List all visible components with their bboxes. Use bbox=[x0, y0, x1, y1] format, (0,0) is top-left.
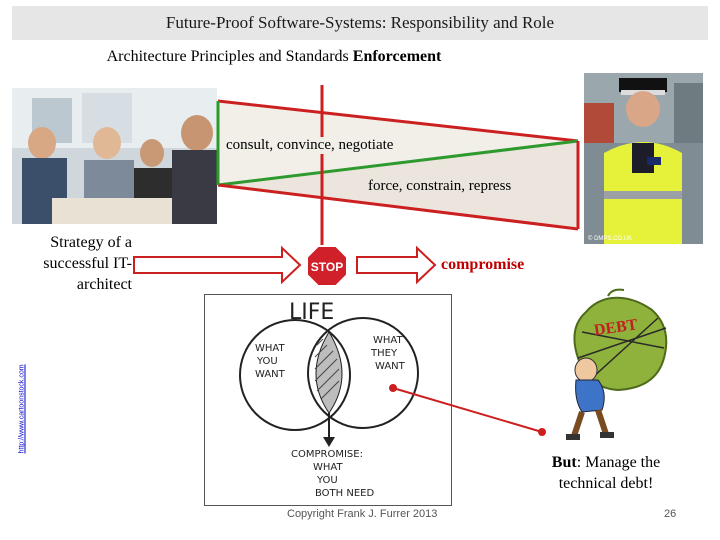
debt-note-bold: But bbox=[551, 454, 577, 471]
left-circle bbox=[239, 319, 351, 431]
compromise-label: compromise bbox=[441, 256, 525, 273]
strategy-text: Strategy of a successful IT-architect bbox=[43, 234, 132, 293]
meeting-photo bbox=[12, 88, 217, 224]
debt-bag-cartoon: DEBT bbox=[566, 288, 668, 440]
consult-label: consult, convince, negotiate bbox=[226, 137, 394, 154]
venn-overlap bbox=[315, 331, 343, 414]
debt-bag-label: DEBT bbox=[593, 316, 639, 339]
red-upper-edge bbox=[217, 99, 579, 143]
green-diagonal-edge bbox=[217, 139, 579, 187]
venn-title: LIFE bbox=[289, 300, 334, 325]
copyright-footer: Copyright Frank J. Furrer 2013 bbox=[287, 508, 438, 520]
photo-credit: © DMPS.CO.UK bbox=[588, 236, 633, 242]
left-arrow bbox=[133, 245, 302, 285]
police-officer-photo bbox=[584, 73, 703, 244]
debt-note: But: Manage the technical debt! bbox=[536, 452, 676, 494]
slide-subtitle: Architecture Principles and Standards En… bbox=[0, 48, 548, 66]
stop-sign-icon: STOP bbox=[306, 245, 348, 287]
cartoon-credit-link[interactable]: http://www.cartoonstock.com bbox=[18, 364, 26, 454]
enforcement-triangle bbox=[216, 85, 580, 245]
force-label: force, constrain, repress bbox=[368, 178, 512, 195]
red-lower-edge bbox=[217, 183, 579, 231]
svg-text:STOP: STOP bbox=[311, 260, 343, 274]
subtitle-emphasis: Enforcement bbox=[352, 48, 442, 65]
right-arrow bbox=[356, 245, 437, 285]
pointer-line bbox=[389, 384, 546, 436]
subtitle-prefix: Architecture Principles and Standards bbox=[106, 48, 353, 65]
right-circle bbox=[307, 317, 419, 429]
slide-title: Future-Proof Software-Systems: Responsib… bbox=[12, 6, 708, 40]
debt-note-text: : Manage the technical debt! bbox=[558, 454, 661, 492]
strategy-arrows bbox=[133, 245, 437, 285]
page-number: 26 bbox=[664, 508, 677, 520]
